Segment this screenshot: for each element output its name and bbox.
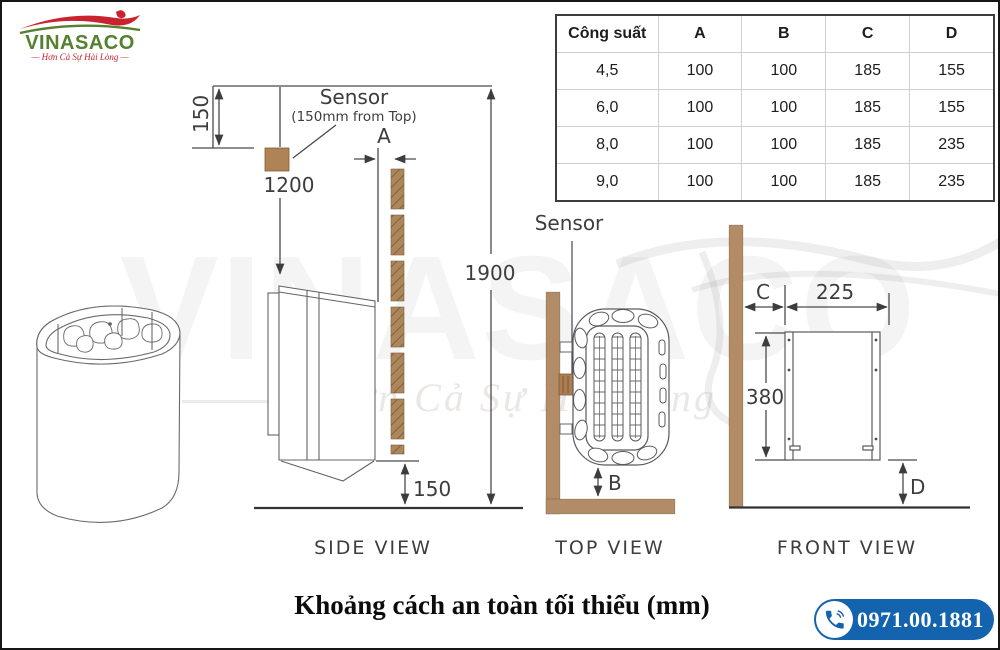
top-view-label: TOP VIEW: [555, 537, 665, 559]
sensor-note: (150mm from Top): [291, 109, 416, 125]
power-cell: 9,0: [555, 163, 659, 202]
dim-D: D: [910, 475, 925, 499]
dim-cell: 185: [825, 89, 911, 127]
dim-cell: 100: [741, 89, 827, 127]
power-cell: 8,0: [555, 126, 659, 164]
heater-3d-view: [36, 305, 181, 523]
top-view-drawing: [545, 241, 676, 515]
dim-380: 380: [746, 385, 784, 409]
dim-cell: 100: [657, 163, 743, 202]
logo-swoosh-icon: [19, 10, 141, 35]
dim-1200: 1200: [264, 173, 315, 197]
dim-cell: 100: [657, 89, 743, 127]
side-view-drawing: [192, 85, 523, 510]
dim-cell: 100: [657, 126, 743, 164]
phone-badge[interactable]: 0971.00.1881: [814, 599, 994, 640]
logo-tagline: — Hơn Cả Sự Hài Lòng —: [30, 52, 129, 62]
watermark-dash: [182, 400, 332, 403]
header-dim-B: B: [741, 14, 827, 53]
dim-150-bottom: 150: [413, 477, 451, 501]
dim-cell: 185: [825, 163, 911, 202]
dim-cell: 235: [909, 163, 995, 202]
caption-title: Khoảng cách an toàn tối thiểu (mm): [294, 590, 710, 620]
dim-1900: 1900: [465, 261, 516, 285]
sensor-label-side: Sensor: [320, 85, 389, 109]
header-dim-C: C: [825, 14, 911, 53]
dim-cell: 155: [909, 89, 995, 127]
front-view-drawing: [728, 224, 970, 509]
dim-cell: 100: [741, 126, 827, 164]
watermark-swirl-icon: [615, 237, 998, 431]
dim-150-top: 150: [189, 95, 213, 133]
side-view-label: SIDE VIEW: [314, 537, 432, 559]
dim-cell: 100: [741, 163, 827, 202]
dim-B: B: [608, 471, 622, 495]
wall-strip: [390, 168, 405, 455]
header-dim-D: D: [909, 14, 995, 53]
sensor-label-top: Sensor: [535, 211, 604, 235]
phone-number: 0971.00.1881: [857, 606, 984, 632]
header-power: Công suất: [555, 14, 659, 53]
power-cell: 6,0: [555, 89, 659, 127]
phone-icon: [816, 601, 853, 638]
dim-225: 225: [816, 280, 854, 304]
vinasaco-logo: VINASACO — Hơn Cả Sự Hài Lòng —: [19, 10, 141, 62]
logo-name: VINASACO: [25, 32, 135, 54]
panel-screw-dots: [787, 338, 878, 441]
front-view-label: FRONT VIEW: [776, 537, 918, 559]
dim-cell: 235: [909, 126, 995, 164]
dim-C: C: [756, 280, 770, 304]
heater-top-grille: [593, 332, 642, 442]
heater-front-panel: [784, 331, 881, 461]
sensor-block-side: [264, 147, 290, 172]
power-cell: 4,5: [555, 52, 659, 90]
dim-cell: 100: [741, 52, 827, 90]
heater-side-profile: [267, 285, 376, 482]
heater-top-stones: [573, 309, 667, 465]
header-dim-A: A: [657, 14, 743, 53]
dim-cell: 185: [825, 126, 911, 164]
dim-A: A: [377, 124, 391, 148]
dim-cell: 100: [657, 52, 743, 90]
dim-cell: 185: [825, 52, 911, 90]
dim-cell: 155: [909, 52, 995, 90]
